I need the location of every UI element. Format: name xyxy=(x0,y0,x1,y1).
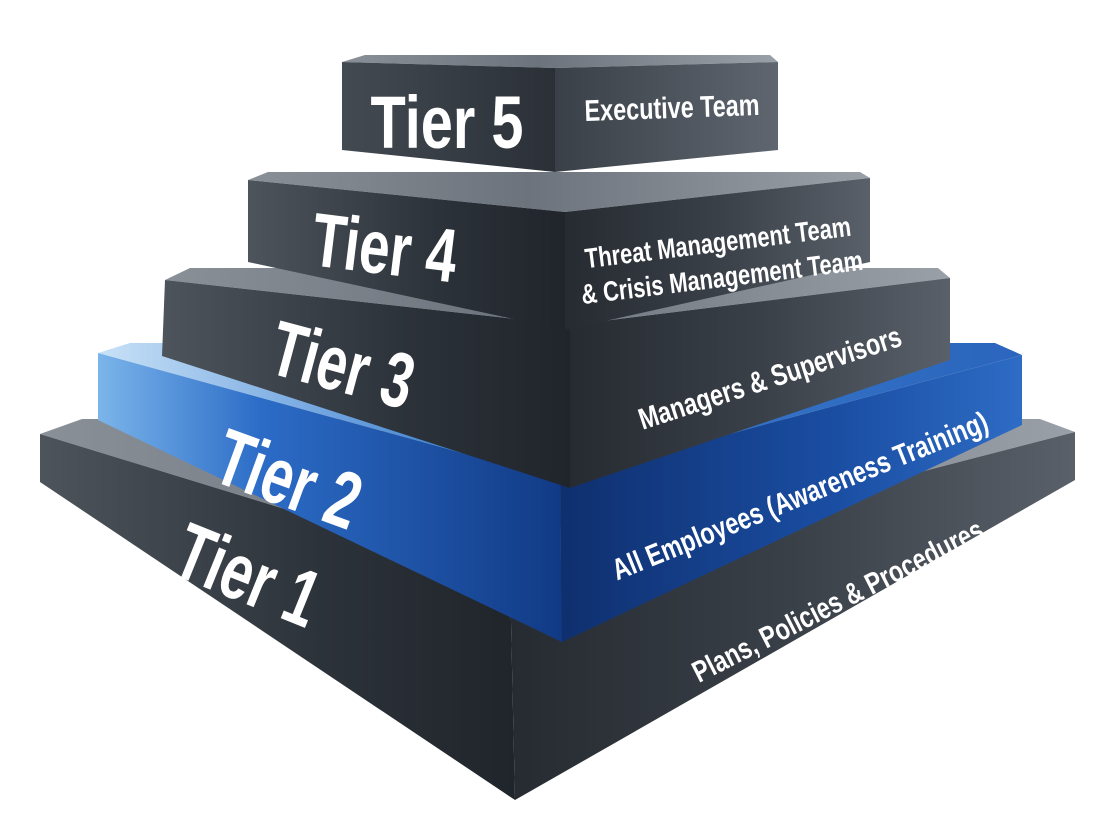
tier-2-right-face xyxy=(560,355,1022,642)
tier-4-title: Tier 4 xyxy=(307,198,461,300)
tier-5-top-face xyxy=(342,55,778,68)
tier-4-top-face xyxy=(248,172,870,212)
tier-2-left-face xyxy=(98,353,562,642)
tier-1-left-face xyxy=(40,434,515,800)
tier-4-block xyxy=(248,172,870,330)
tier-5-right-face xyxy=(555,62,778,172)
tier-1-right-face xyxy=(510,432,1075,800)
tier-5-title: Tier 5 xyxy=(371,82,524,165)
tier-5-left-face xyxy=(342,62,555,172)
tier-5-block xyxy=(342,55,778,172)
tier-5-description: Executive Team xyxy=(584,88,760,128)
tier-4-left-face xyxy=(248,180,565,330)
tier-3-left-face xyxy=(162,280,570,488)
tier-4-right-face xyxy=(565,178,870,330)
tier-3-right-face xyxy=(570,278,950,488)
